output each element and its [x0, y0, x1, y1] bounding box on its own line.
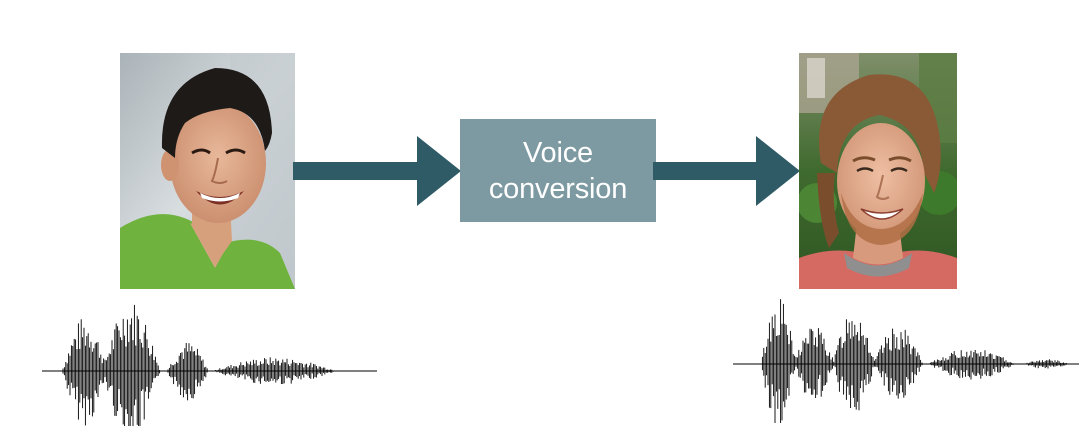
target-waveform-lines — [733, 299, 1079, 423]
voice-conversion-box: Voice conversion — [460, 119, 656, 222]
target-speaker-portrait — [799, 53, 957, 289]
box-label-line-1: Voice — [523, 136, 593, 169]
target-waveform — [733, 299, 1079, 423]
target-speaker-photo — [799, 53, 957, 289]
source-waveform-lines — [42, 304, 377, 426]
arrow-to-target — [653, 136, 800, 206]
source-speaker-photo — [120, 53, 295, 289]
arrow-to-conversion — [293, 136, 461, 206]
source-speaker-portrait — [120, 53, 295, 289]
box-label-line-2: conversion — [488, 172, 628, 205]
source-waveform — [42, 304, 377, 426]
